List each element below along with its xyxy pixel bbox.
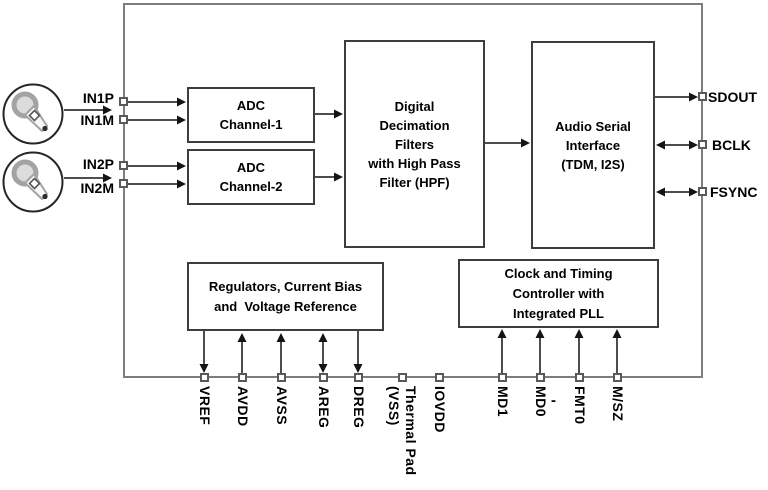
pin-label-in2p: IN2P — [82, 156, 114, 172]
pin-bclk — [698, 140, 707, 149]
pin-dreg — [354, 373, 363, 382]
pin-fsync — [698, 187, 707, 196]
adc-channel-1-block: ADC Channel-1 — [187, 87, 315, 143]
pin-label-bclk: BCLK — [712, 137, 751, 153]
pin-iovdd — [435, 373, 444, 382]
dash-mark: - — [551, 392, 556, 409]
regulators-block: Regulators, Current Bias and Voltage Ref… — [187, 262, 384, 331]
microphone-icon — [2, 83, 64, 145]
pin-label-in2m: IN2M — [80, 180, 114, 196]
pin-label-md0: MD0 — [533, 386, 549, 418]
audio-serial-interface-block: Audio Serial Interface (TDM, I2S) — [531, 41, 655, 249]
pin-in1m — [119, 115, 128, 124]
pin-label-dreg: DREG — [351, 386, 367, 429]
pin-label-fmt0: FMT0 — [572, 386, 588, 425]
pin-label-in1p: IN1P — [82, 90, 114, 106]
pin-label-areg: AREG — [316, 386, 332, 429]
pin-label-md1: MD1 — [495, 386, 511, 418]
pin-in2p — [119, 161, 128, 170]
adc-channel-2-block: ADC Channel-2 — [187, 149, 315, 205]
pin-in2m — [119, 179, 128, 188]
decimation-filter-block: Digital Decimation Filters with High Pas… — [344, 40, 485, 248]
pin-thermal-pad — [398, 373, 407, 382]
pin-label-thermal-pad: Thermal Pad (VSS) — [386, 386, 419, 476]
pin-label-avss: AVSS — [274, 386, 290, 426]
pin-areg — [319, 373, 328, 382]
pin-md0 — [536, 373, 545, 382]
pin-in1p — [119, 97, 128, 106]
pin-label-sdout: SDOUT — [708, 89, 757, 105]
pin-fmt0 — [575, 373, 584, 382]
pin-label-vref: VREF — [197, 386, 213, 426]
pin-label-avdd: AVDD — [235, 386, 251, 427]
pin-vref — [200, 373, 209, 382]
pin-label-iovdd: IOVDD — [432, 386, 448, 433]
pin-md1 — [498, 373, 507, 382]
clock-controller-block: Clock and Timing Controller with Integra… — [458, 259, 659, 328]
pin-msz — [613, 373, 622, 382]
pin-avss — [277, 373, 286, 382]
pin-avdd — [238, 373, 247, 382]
microphone-icon — [2, 151, 64, 213]
pin-sdout — [698, 92, 707, 101]
pin-label-in1m: IN1M — [80, 112, 114, 128]
pin-label-fsync: FSYNC — [710, 184, 758, 200]
pin-label-msz: M/SZ — [610, 386, 626, 422]
